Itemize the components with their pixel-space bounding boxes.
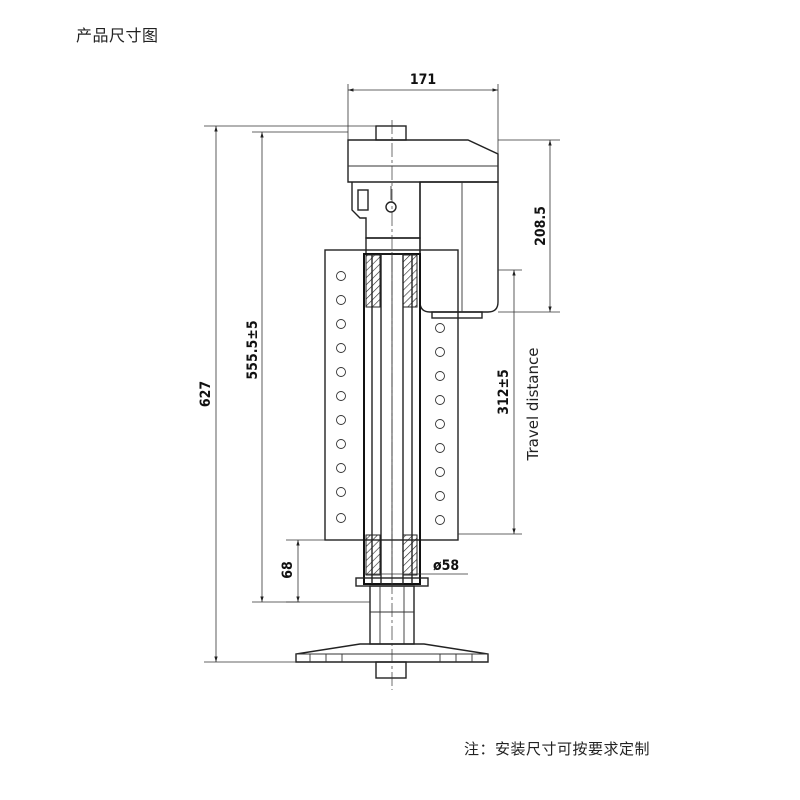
motor-housing	[347, 125, 499, 319]
dim-motor-height: 208.5	[498, 139, 560, 313]
dim-mount-height: 555.5±5	[245, 131, 370, 603]
mounting-plate	[324, 249, 459, 541]
dim-top-width: 171	[347, 72, 499, 154]
dim-mount-height-label: 555.5±5	[245, 320, 261, 379]
foot-pad	[295, 643, 489, 679]
travel-distance-label: Travel distance	[524, 348, 542, 462]
dim-total-height-label: 627	[198, 381, 214, 407]
dim-travel-label: 312±5	[496, 369, 512, 415]
dim-top-width-label: 171	[410, 72, 436, 88]
dim-motor-height-label: 208.5	[533, 206, 549, 246]
right-hole-column	[435, 323, 445, 525]
footnote: 注：安装尺寸可按要求定制	[464, 740, 651, 758]
page-title: 产品尺寸图	[76, 26, 159, 45]
dim-total-height: 627	[198, 125, 376, 663]
dim-tube-diameter: ø58	[364, 558, 468, 575]
dim-tube-diameter-label: ø58	[433, 558, 459, 574]
dim-bottom-offset-label: 68	[280, 561, 296, 579]
dim-travel: 312±5 Travel distance	[458, 269, 542, 535]
dim-bottom-offset: 68	[280, 539, 325, 603]
left-hole-column	[336, 271, 346, 523]
